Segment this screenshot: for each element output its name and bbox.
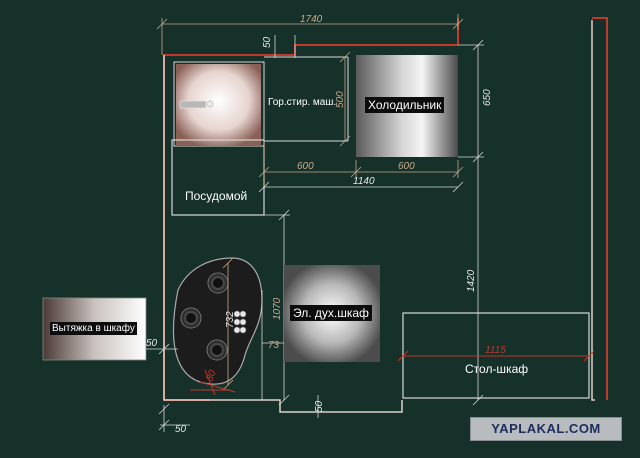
- dishwasher: [171, 139, 265, 216]
- dim-washer-depth-label: 500: [335, 91, 346, 108]
- table-label: Стол-шкаф: [465, 362, 529, 376]
- right-wall: [592, 17, 608, 400]
- dim-top-width: [156, 14, 464, 55]
- dim-washer-depth: [339, 51, 351, 147]
- dim-1420-label: 1420: [466, 269, 477, 292]
- cooktop-knobs: [233, 310, 247, 334]
- watermark: YAPLAKAL.COM: [470, 417, 622, 441]
- dim-left-50: [145, 343, 178, 355]
- fridge-label: Холодильник: [365, 97, 445, 113]
- dim-notch-label: 50: [262, 36, 273, 48]
- dim-fridge-height-label: 650: [482, 89, 493, 106]
- dim-top-width-label: 1740: [300, 14, 323, 25]
- dim-fridge-height: [458, 39, 484, 163]
- dim-600-row: [258, 140, 464, 188]
- dim-left-600-label: 600: [297, 161, 314, 172]
- washer-label: Гор.стир. маш.: [268, 97, 337, 108]
- dim-73: [261, 290, 284, 400]
- dim-1115-label: 1115: [485, 345, 506, 356]
- walls-inner: [163, 20, 595, 413]
- cooktop: [172, 257, 263, 385]
- dim-73-label: 73: [268, 340, 280, 351]
- dishwasher-label: Посудомой: [185, 189, 248, 203]
- dim-bottom-50: [280, 395, 326, 418]
- dim-notch: [274, 35, 296, 58]
- dim-corner-50-label: 50: [175, 424, 187, 435]
- faucet-icon: [179, 100, 214, 109]
- red-marks: [190, 369, 236, 396]
- dim-1420: [472, 157, 484, 406]
- dim-bottom-50-label: 50: [314, 400, 325, 412]
- burners: [180, 272, 229, 361]
- dim-1140-label: 1140: [353, 176, 375, 187]
- dim-732: [222, 257, 234, 391]
- washer-zone: [264, 56, 349, 142]
- dim-1140: [258, 181, 464, 193]
- hood-label: Вытяжка в шкафу: [50, 322, 137, 335]
- dim-732-label: 732: [225, 311, 236, 328]
- dim-right-600-label: 600: [398, 161, 415, 172]
- dim-corner-50: [158, 403, 190, 432]
- dim-left-50-label: 50: [146, 338, 158, 349]
- oven-label: Эл. дух.шкаф: [290, 305, 372, 321]
- dim-1115: [397, 350, 595, 362]
- red-mark-label: 30: [204, 368, 218, 383]
- dim-1070-label: 1070: [272, 297, 283, 320]
